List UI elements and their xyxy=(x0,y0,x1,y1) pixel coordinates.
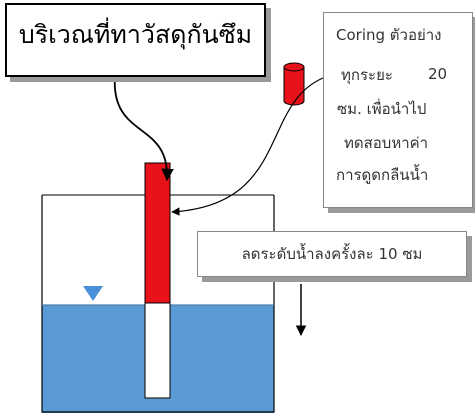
coring-line-2: ทุกระยะ xyxy=(341,66,393,84)
water-level-triangle-icon xyxy=(83,286,103,301)
seal-area-label: บริเวณที่ทาวัสดุกันซึม xyxy=(5,3,266,77)
water-level-step-label: ลดระดับน้ำลงครั้งละ 10 ซม xyxy=(197,231,467,277)
specimen-submerged-section xyxy=(144,302,171,399)
coring-line-2-number: 20 xyxy=(428,65,448,83)
coring-line-1: Coring ตัวอย่าง xyxy=(336,26,442,44)
coring-line-3: ซม. เพื่อนำไป xyxy=(337,100,427,118)
core-sample-cylinder-top xyxy=(283,62,305,72)
core-sample-cylinder-icon xyxy=(283,66,305,106)
specimen-coated-section xyxy=(144,162,171,304)
coring-line-4: ทดสอบหาค่า xyxy=(344,134,429,152)
coring-arrow xyxy=(171,77,324,216)
coring-note: Coring ตัวอย่าง ทุกระยะ 20 ซม. เพื่อนำไป… xyxy=(323,12,473,208)
seal-area-arrow xyxy=(113,74,174,182)
coring-line-5: การดูดกลืนน้ำ xyxy=(336,166,429,184)
tank-outline xyxy=(41,195,275,413)
